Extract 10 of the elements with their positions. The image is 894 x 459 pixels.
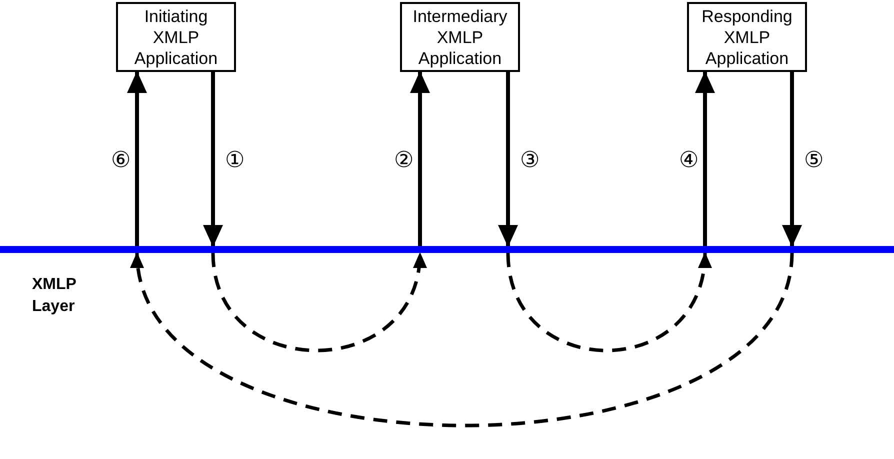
arrow xyxy=(410,71,430,246)
application-box: Initiating XMLP Application xyxy=(116,2,236,72)
layer-label: XMLP Layer xyxy=(32,275,78,317)
arrow xyxy=(498,72,518,247)
arrow xyxy=(203,72,223,247)
arrow xyxy=(695,71,715,246)
application-box: Responding XMLP Application xyxy=(687,2,807,72)
application-box: Intermediary XMLP Application xyxy=(400,2,520,72)
arrow xyxy=(782,72,802,247)
arrow xyxy=(127,71,147,246)
